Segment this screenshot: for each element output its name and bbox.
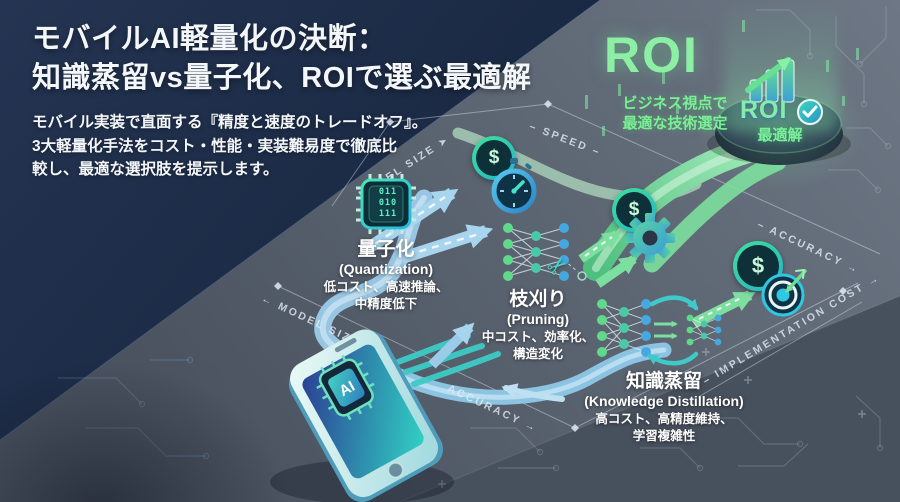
technique-distillation: 知識蒸留 (Knowledge Distillation) 高コスト、高精度維持… <box>558 366 770 445</box>
technique-pruning: 枝刈り (Pruning) 中コスト、効率化、構造変化 <box>452 284 624 363</box>
technique-name-en: (Pruning) <box>506 311 570 327</box>
technique-name: 量子化 <box>357 239 415 260</box>
technique-traits: 中コスト、効率化、構造変化 <box>481 330 595 361</box>
roi-heading: ROI <box>604 27 699 83</box>
teacher-student-network-icon <box>594 294 734 370</box>
technique-name: 知識蒸留 <box>625 371 702 392</box>
quantization-chip-icon: 011 010 111 <box>354 172 418 236</box>
corner-vignette <box>0 360 290 502</box>
roi-badge-label: ROI <box>740 96 788 124</box>
gear-icon <box>622 210 678 266</box>
bottom-right-facet <box>400 296 900 502</box>
technique-traits: 低コスト、高速推論、中精度低下 <box>323 280 449 311</box>
page-title: モバイルAI軽量化の決断： 知識蒸留vs量子化、ROIで選ぶ最適解 <box>32 20 531 98</box>
technique-name-en: (Quantization) <box>338 261 434 277</box>
page-description: モバイル実装で直面する『精度と速度のトレードオフ』。3大軽量化手法をコスト・性能… <box>32 114 428 178</box>
target-icon <box>758 266 812 320</box>
smartphone-illustration: AI <box>270 329 454 502</box>
growth-chart-icon <box>745 57 795 103</box>
phone-speaker <box>334 337 357 353</box>
phone-home-button <box>387 462 404 478</box>
technique-name-en: (Knowledge Distillation) <box>584 393 744 409</box>
navy-triangle <box>0 0 600 440</box>
ai-chip-icon: AI <box>316 354 375 421</box>
green-road-branch <box>643 153 787 273</box>
dollar-icon: $ <box>733 241 783 291</box>
matrix-dashes <box>585 20 859 136</box>
title-line1: モバイルAI軽量化の決断： <box>32 23 387 55</box>
title-line2: 知識蒸留vs量子化、ROIで選ぶ最適解 <box>32 62 532 95</box>
chip-icon <box>356 174 416 234</box>
pruned-network-icon: ✂ <box>496 220 592 290</box>
network-icon <box>503 223 587 281</box>
technique-traits: 高コスト、高精度維持、学習複雑性 <box>595 412 733 443</box>
guide-nodes <box>274 100 847 432</box>
badge-halo <box>696 62 866 192</box>
circuit-traces <box>470 6 892 472</box>
stopwatch-icon <box>487 158 541 216</box>
roi-subheading: ビジネス視点で最適な技術選定 <box>622 95 728 133</box>
chip-binary-readout: 011 010 111 <box>378 187 398 220</box>
technique-name: 枝刈り <box>509 289 567 310</box>
technique-quantization: 量子化 (Quantization) 低コスト、高速推論、中精度低下 <box>304 234 468 313</box>
distillation-icon <box>597 295 722 366</box>
check-circle-icon <box>797 99 823 125</box>
ai-chip-label: AI <box>336 378 357 400</box>
roi-badge-sublabel: 最適解 <box>757 127 803 144</box>
header: モバイルAI軽量化の決断： 知識蒸留vs量子化、ROIで選ぶ最適解 モバイル実装で… <box>32 20 531 181</box>
